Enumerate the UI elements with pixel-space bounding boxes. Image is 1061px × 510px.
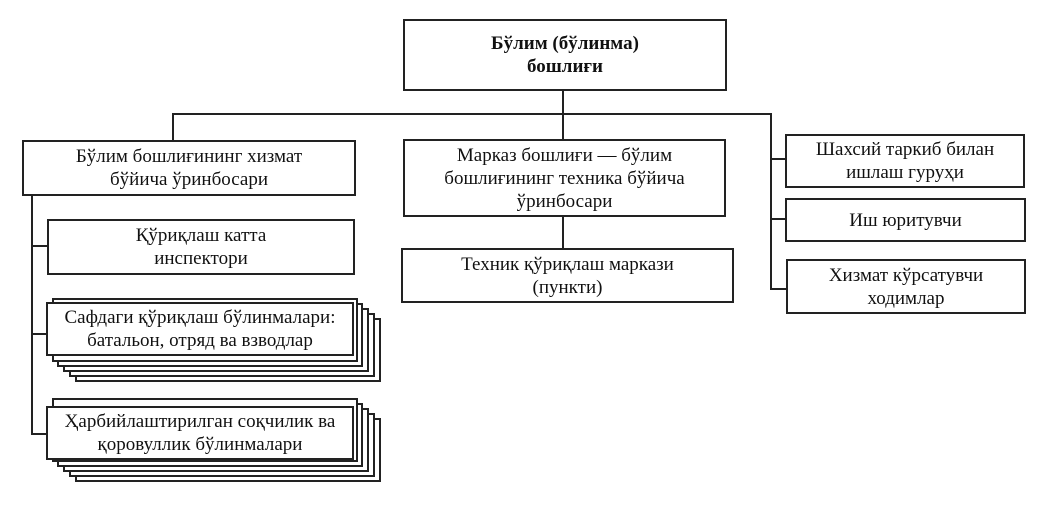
connector-center-head [562,113,564,141]
left-child-label: Қўриқлаш катта инспектори [135,225,267,269]
left-head-label: Бўлим бошлиғининг хизмат бўйича ўринбоса… [75,146,303,190]
right-child-label: Шахсий таркиб билан ишлаш гуруҳи [815,139,995,183]
left-child-node: Қўриқлаш катта инспектори [47,219,355,275]
connector-left-spine [31,195,33,435]
right-child-label: Иш юритувчи [849,209,962,231]
center-child-label: Техник қўриқлаш маркази (пункти) [461,253,674,298]
root-node-label: Бўлим (бўлинма) бошлиғи [491,33,639,77]
connector-right-2 [770,218,786,220]
center-head-node: Марказ бошлиғи — бўлим бошлиғининг техни… [403,139,726,217]
left-child-label: Ҳарбийлаштирилган соқчилик ва қоровуллик… [64,411,336,455]
connector-right-3 [770,288,786,290]
connector-root-down [562,89,564,115]
left-child-label: Сафдаги қўриқлаш бўлинмалари: батальон, … [64,307,336,351]
left-head-node: Бўлим бошлиғининг хизмат бўйича ўринбоса… [22,140,356,196]
connector-right-1 [770,158,786,160]
left-child-stacked-node: Сафдаги қўриқлаш бўлинмалари: батальон, … [46,302,354,356]
connector-left-2 [31,333,48,335]
connector-left-1 [31,245,48,247]
connector-main-horizontal [172,113,772,115]
right-child-label: Хизмат кўрсатувчи ходимлар [828,264,984,309]
center-child-node: Техник қўриқлаш маркази (пункти) [401,248,734,303]
connector-left-head [172,113,174,141]
connector-left-3 [31,433,48,435]
connector-right-spine [770,113,772,290]
connector-center-child [562,216,564,250]
right-child-node: Хизмат кўрсатувчи ходимлар [786,259,1026,314]
center-head-label: Марказ бошлиғи — бўлим бошлиғининг техни… [444,144,685,212]
root-node: Бўлим (бўлинма) бошлиғи [403,19,727,91]
left-child-stacked-node: Ҳарбийлаштирилган соқчилик ва қоровуллик… [46,406,354,460]
right-child-node: Иш юритувчи [785,198,1026,242]
right-child-node: Шахсий таркиб билан ишлаш гуруҳи [785,134,1025,188]
